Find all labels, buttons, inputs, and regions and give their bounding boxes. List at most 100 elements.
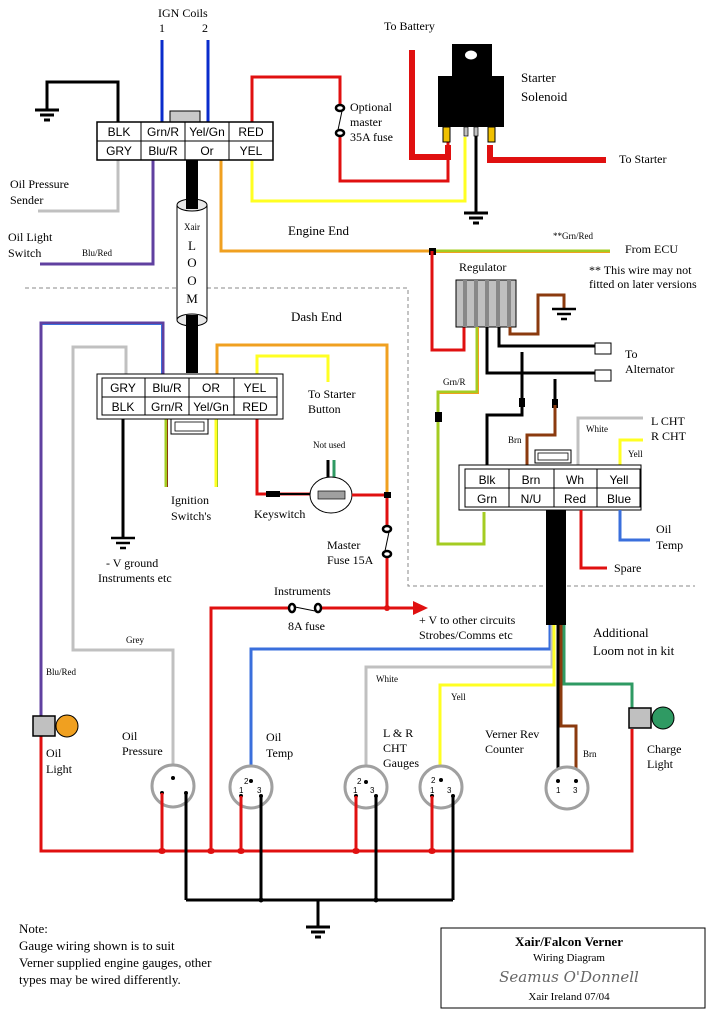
label-plus-v: + V to other circuits (419, 613, 516, 627)
labels: IGN Coils 1 2 To Battery Starter Solenoi… (8, 6, 697, 776)
label-oil-pressure-sender: Sender (10, 193, 43, 207)
label-ground: Instruments etc (98, 571, 172, 585)
gauge-label: Counter (485, 742, 524, 756)
label-oil-light-switch: Switch (8, 246, 41, 260)
label-oil-temp: Temp (656, 538, 683, 552)
red-power-bus (39, 729, 634, 853)
note-heading: Note: (19, 921, 48, 936)
arrow-other-circuits-icon (413, 601, 428, 615)
dash-conn-cell: Grn/R (151, 400, 183, 414)
blue-wire-oil-temp-gauge (249, 625, 552, 781)
label-to-starter-button: To Starter (308, 387, 355, 401)
note-line: Gauge wiring shown is to suit (19, 938, 175, 953)
gauge-label: Oil (122, 729, 138, 743)
alt-connector: Blk Brn Wh Yell Grn N/U Red Blue (458, 449, 642, 511)
label-8a-fuse: 8A fuse (288, 619, 325, 633)
gauge-oil-temp: 2 1 3 (228, 764, 274, 810)
ignition-switch-wires (164, 418, 218, 487)
label-optional-fuse: 35A fuse (350, 130, 393, 144)
starter-wire (487, 145, 606, 163)
regulator-red-wire (430, 251, 466, 352)
label-optional-fuse: Optional (350, 100, 393, 114)
label-r-cht: R CHT (651, 429, 687, 443)
label-starter-solenoid: Solenoid (521, 89, 568, 104)
gauge-label: L & R (383, 726, 413, 740)
pin-label: 2 (431, 776, 436, 785)
label-ignition-switch: Switch's (171, 509, 211, 523)
label-grn-red-note: **Grn/Red (553, 231, 593, 241)
dash-conn-cell: Blu/R (152, 381, 182, 395)
pin-label: 3 (447, 786, 452, 795)
gauge-cht-left: 2 1 3 (343, 764, 389, 810)
label-yell: Yell (628, 449, 643, 459)
white-wire-cht (576, 416, 643, 465)
grey-wire-sender (38, 160, 120, 213)
label-keyswitch: Keyswitch (254, 507, 305, 521)
ground-symbol-top-left (35, 80, 120, 122)
label-white: White (586, 424, 608, 434)
label-ign-coils: IGN Coils (158, 6, 208, 20)
label-oil-temp: Oil (656, 522, 672, 536)
label-grn-r: Grn/R (443, 377, 466, 387)
label-blu-red: Blu/Red (82, 248, 113, 258)
loom-label: L (188, 238, 196, 253)
label-to-starter: To Starter (619, 152, 666, 166)
label-ignition-switch: Ignition (171, 493, 209, 507)
note-block: Note: Gauge wiring shown is to suit Vern… (19, 921, 212, 987)
yellow-wire-cht-gauge (438, 625, 556, 780)
label-brn: Brn (508, 435, 522, 445)
label-optional-fuse: master (350, 115, 382, 129)
gauge-label: Gauges (383, 756, 419, 770)
label-blu-red-dash: Blu/Red (46, 667, 77, 677)
pin-label: 3 (257, 786, 262, 795)
engine-conn-cell: GRY (106, 144, 132, 158)
bus-junctions (158, 848, 436, 854)
alt-conn-cell: Red (564, 492, 586, 506)
optional-fuse-icon (334, 103, 346, 138)
regulator-black-wires (485, 327, 596, 465)
dash-conn-cell: BLK (112, 400, 135, 414)
label-instruments: Instruments (274, 584, 331, 598)
loom-label: Xair (184, 222, 200, 232)
alt-conn-cell: Blk (479, 473, 497, 487)
loom-trunk-upper (186, 160, 198, 205)
title-signature: Seamus O'Donnell (499, 968, 639, 986)
engine-conn-cell: Grn/R (147, 125, 179, 139)
label-engine-end: Engine End (288, 223, 350, 238)
label-to-alternator: Alternator (625, 362, 674, 376)
label-regulator: Regulator (459, 260, 506, 274)
gauge-rev-counter: 1 3 (544, 765, 590, 811)
yellow-wire-cht (618, 438, 643, 465)
gauge-label: Pressure (122, 744, 163, 758)
label-coil-2: 2 (202, 21, 208, 35)
label-oil-light: Light (46, 762, 73, 776)
label-not-used: Not used (313, 440, 346, 450)
label-coil-1: 1 (159, 21, 165, 35)
grey-wire-dash (71, 345, 175, 775)
alt-conn-cell: Yell (610, 473, 629, 487)
alt-conn-cell: Brn (522, 473, 541, 487)
label-to-starter-button: Button (308, 402, 341, 416)
starter-solenoid-icon (438, 44, 504, 143)
gauge-label: Verner Rev (485, 727, 539, 741)
alt-conn-cell: Blue (607, 492, 631, 506)
dash-conn-cell: Yel/Gn (193, 400, 229, 414)
dash-conn-cell: YEL (244, 381, 267, 395)
keyswitch-icon (309, 460, 353, 514)
title-footer: Xair Ireland 07/04 (528, 991, 610, 1003)
ground-symbol-dash (111, 536, 135, 550)
ground-symbol-solenoid (464, 136, 488, 225)
label-charge-light: Light (647, 757, 674, 771)
label-starter-solenoid: Starter (521, 70, 556, 85)
label-additional-loom: Additional (593, 625, 649, 640)
label-brn-rev: Brn (583, 749, 597, 759)
pin-label: 1 (239, 786, 244, 795)
dash-connector: GRY Blu/R OR YEL BLK Grn/R Yel/Gn RED (96, 373, 284, 435)
pin-label: 1 (353, 786, 358, 795)
brown-wire-rev (559, 625, 578, 781)
pin-label: 3 (573, 786, 578, 795)
label-spare: Spare (614, 561, 641, 575)
dash-conn-cell: RED (242, 400, 268, 414)
gauge-label: Oil (266, 730, 282, 744)
alt-conn-cell: Wh (566, 473, 584, 487)
